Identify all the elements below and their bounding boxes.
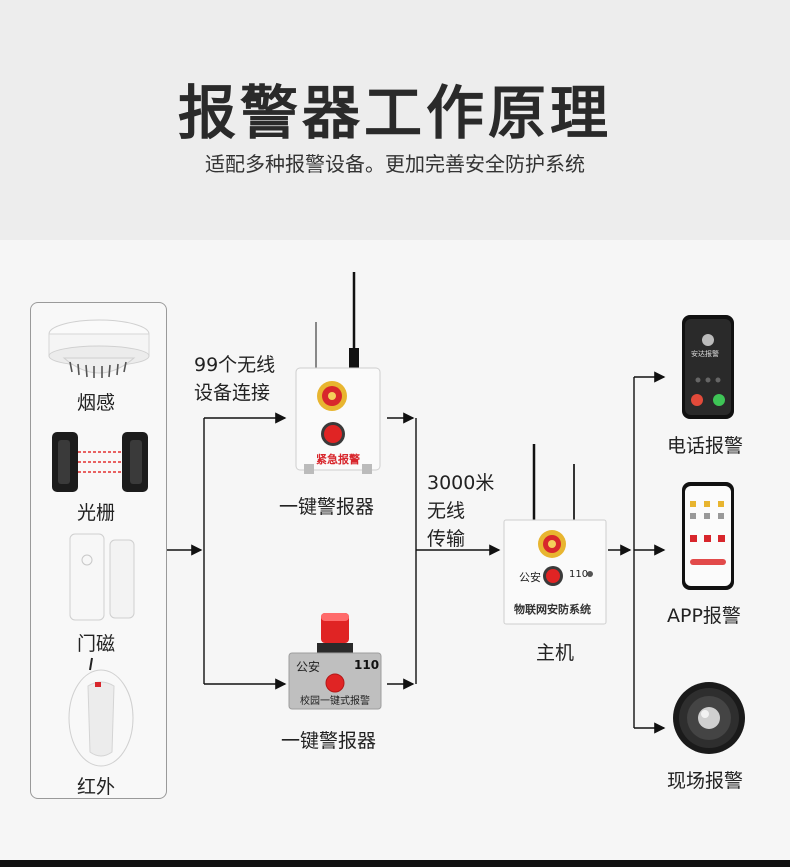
header-band [0, 0, 790, 240]
link-label-3000-line1: 3000米 [427, 472, 495, 494]
alarm-bottom-panel-right: 110 [354, 658, 380, 672]
alarm-panel-bottom-icon [288, 613, 382, 710]
door-sensor-icon [69, 533, 135, 621]
alarm-top-panel-text: 紧急报警 [316, 453, 360, 466]
host-panel-right: 110 [569, 569, 589, 580]
page-title: 报警器工作原理 [177, 79, 612, 147]
beam-sensor-icon [52, 432, 148, 492]
sensor-label-smoke: 烟感 [77, 392, 116, 414]
infrared-sensor-icon [68, 657, 134, 767]
sensor-label-beam: 光栅 [77, 502, 116, 524]
alarm-bottom-panel-caption: 校园一键式报警 [300, 696, 370, 707]
smoke-detector-icon [48, 319, 150, 378]
bottom-border [0, 860, 790, 867]
link-label-99-line1: 99个无线 [194, 354, 276, 376]
host-device-icon [503, 444, 607, 625]
output-label-app: APP报警 [667, 605, 741, 627]
output-label-speaker: 现场报警 [667, 770, 744, 792]
link-label-3000-line2: 无线 [427, 500, 466, 522]
alarm-bottom-panel-left: 公安 [296, 660, 321, 674]
alarm-box-top-icon [295, 272, 381, 474]
sensor-label-door: 门磁 [77, 633, 116, 655]
link-label-3000-line3: 传输 [427, 528, 466, 550]
sensor-label-infrared: 红外 [77, 776, 116, 798]
alarm-top-label: 一键警报器 [279, 496, 375, 518]
host-panel-left: 公安 [519, 571, 541, 584]
host-label: 主机 [536, 642, 575, 664]
phone-app-icon [682, 482, 734, 590]
host-panel-caption: 物联网安防系统 [514, 603, 591, 616]
speaker-icon [673, 682, 745, 754]
alarm-bottom-label: 一键警报器 [281, 730, 377, 752]
page-subtitle: 适配多种报警设备。更加完善安全防护系统 [205, 152, 585, 176]
link-label-99-line2: 设备连接 [194, 382, 271, 404]
phone-screen-text: 安达报警 [691, 350, 719, 358]
phone-call-icon [682, 315, 734, 419]
output-label-phone: 电话报警 [667, 435, 744, 457]
